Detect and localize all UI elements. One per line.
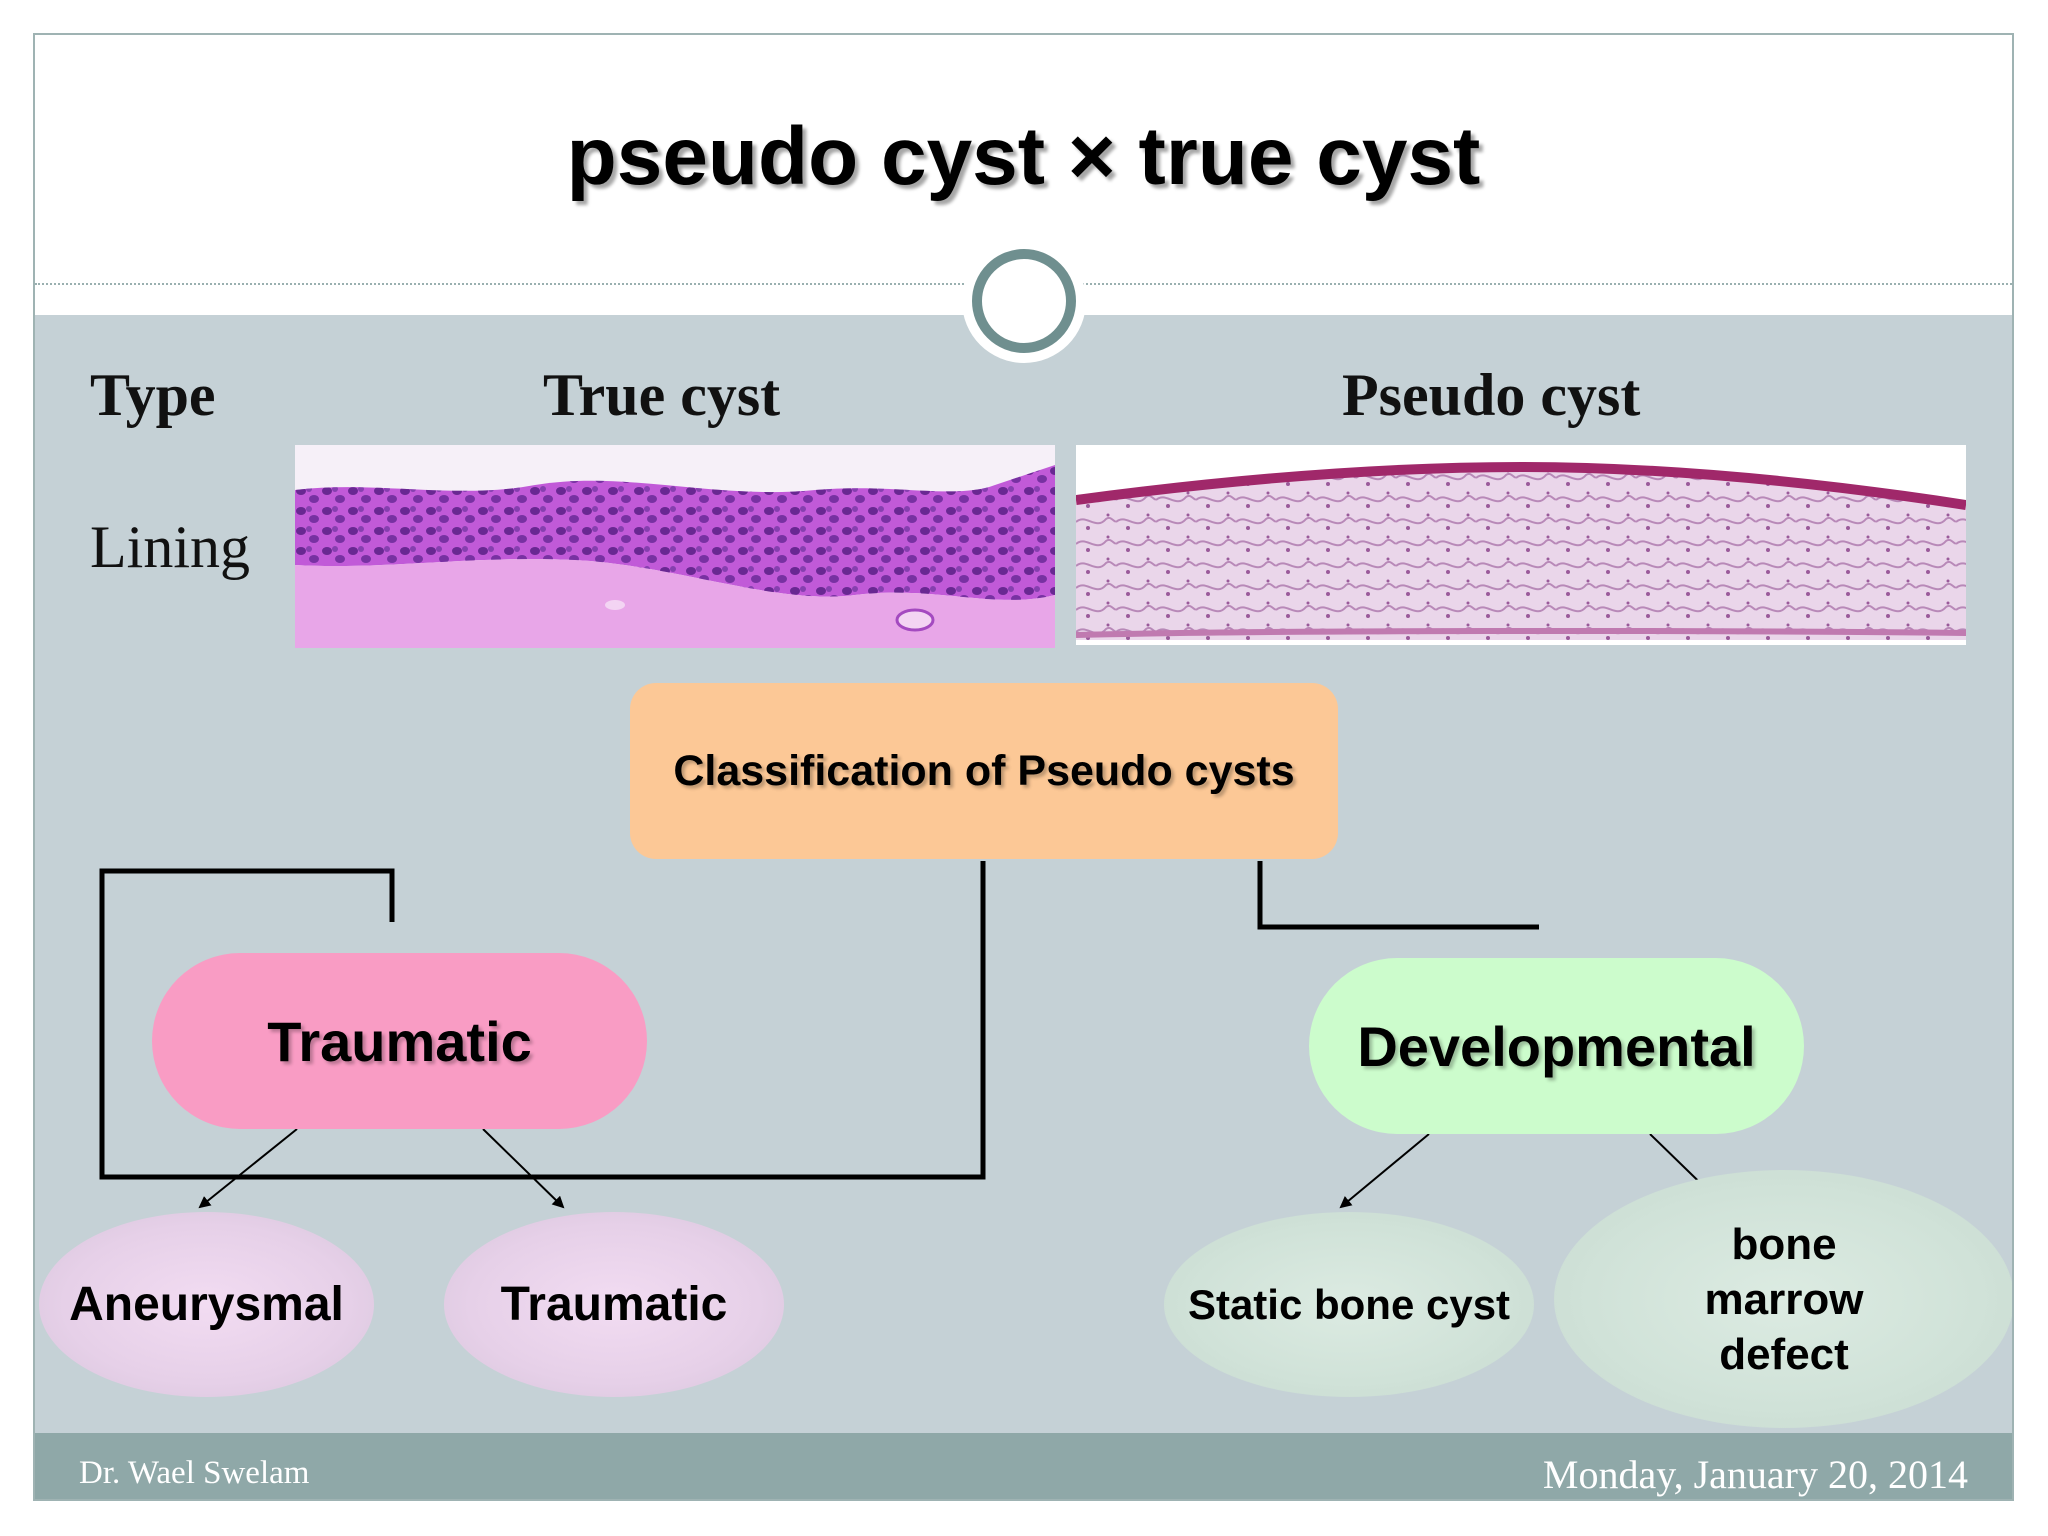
static-bone-cyst-leaf: Static bone cyst	[1164, 1212, 1534, 1397]
aneurysmal-leaf: Aneurysmal	[39, 1212, 374, 1397]
lining-label: Lining	[90, 514, 250, 580]
traumatic-leaf-label: Traumatic	[500, 1278, 728, 1331]
footer-date: Monday, January 20, 2014	[1542, 1452, 1968, 1497]
slide-title: pseudo cyst × true cyst	[566, 111, 1481, 202]
connector-root-to-traumatic	[99, 861, 986, 1180]
traumatic-node: Traumatic	[152, 953, 647, 1129]
bone-marrow-defect-leaf: bone marrow defect	[1554, 1170, 2012, 1428]
footer-bar	[35, 1433, 2012, 1499]
pseudo-cyst-heading: Pseudo cyst	[1342, 362, 1641, 428]
connector-root-to-developmental	[1257, 861, 1539, 930]
developmental-node: Developmental	[1309, 958, 1804, 1134]
classification-root-label: Classification of Pseudo cysts	[673, 746, 1295, 795]
type-label: Type	[90, 362, 216, 428]
arrow-traumatic-aneurysmal	[198, 1128, 298, 1209]
developmental-node-label: Developmental	[1357, 1014, 1756, 1078]
slide: pseudo cyst × true cyst Type True cyst P…	[33, 33, 2014, 1501]
footer-author: Dr. Wael Swelam	[79, 1455, 310, 1491]
classification-root-box: Classification of Pseudo cysts	[630, 683, 1338, 859]
diagram-connectors	[99, 861, 1725, 1209]
traumatic-leaf: Traumatic	[444, 1212, 784, 1397]
static-bone-cyst-label: Static bone cyst	[1187, 1280, 1511, 1328]
pseudo-cyst-micrograph	[1076, 445, 1966, 645]
arrow-developmental-static	[1339, 1133, 1430, 1209]
traumatic-node-label: Traumatic	[267, 1009, 532, 1073]
true-cyst-heading: True cyst	[543, 362, 781, 428]
bone-marrow-defect-label: bone marrow defect	[1704, 1219, 1864, 1379]
true-cyst-micrograph	[295, 445, 1055, 648]
arrow-traumatic-traumatic	[482, 1128, 565, 1209]
aneurysmal-label: Aneurysmal	[69, 1278, 344, 1331]
divider-circle-icon	[972, 249, 1076, 353]
